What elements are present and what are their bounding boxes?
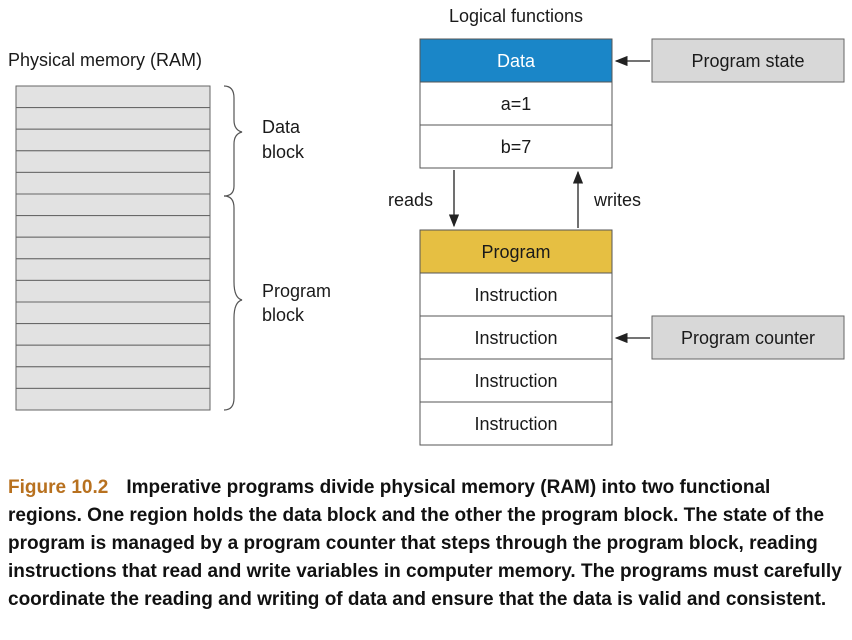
ram-row (15, 366, 211, 389)
instruction-label: Instruction (474, 285, 557, 305)
data-block-brace (223, 85, 243, 197)
program-instruction-row (419, 401, 613, 446)
memory-diagram: Physical memory (RAM) Data block Program… (8, 6, 845, 446)
data-box-row (419, 124, 613, 169)
ram-row (15, 128, 211, 152)
ram-row (15, 150, 211, 173)
physical-memory-title: Physical memory (RAM) (8, 50, 202, 70)
ram-row (15, 258, 211, 281)
program-block-label-line2: block (262, 305, 305, 325)
ram-row (15, 215, 211, 238)
figure-label: Figure 10.2 (8, 477, 109, 498)
program-instruction-row (419, 315, 613, 360)
instruction-label: Instruction (474, 371, 557, 391)
reads-label: reads (388, 190, 433, 210)
caption-text: Imperative programs divide physical memo… (8, 477, 842, 610)
data-row-b: b=7 (501, 137, 532, 157)
ram-row (15, 323, 211, 346)
program-state-box (651, 38, 845, 83)
ram-row (15, 171, 211, 195)
ram-block (15, 85, 211, 411)
data-box-header-label: Data (497, 51, 536, 71)
instruction-label: Instruction (474, 414, 557, 434)
data-block-label-line2: block (262, 142, 305, 162)
ram-row (15, 107, 211, 130)
program-box-header (419, 229, 613, 274)
writes-label: writes (593, 190, 641, 210)
program-box: Program Instruction Instruction Instruct… (419, 229, 613, 446)
program-counter-label: Program counter (681, 328, 815, 348)
ram-row (15, 301, 211, 325)
ram-row (15, 193, 211, 217)
program-block-brace (223, 195, 243, 411)
data-block-label-line1: Data (262, 117, 301, 137)
program-state-label: Program state (691, 51, 804, 71)
logical-functions-title: Logical functions (449, 6, 583, 26)
ram-row (15, 85, 211, 109)
data-box-row (419, 81, 613, 126)
data-box: Data a=1 b=7 (419, 38, 613, 169)
ram-row (15, 344, 211, 368)
program-box-header-label: Program (481, 242, 550, 262)
data-box-header (419, 38, 613, 83)
ram-row (15, 279, 211, 303)
program-block-label-line1: Program (262, 281, 331, 301)
ram-row (15, 236, 211, 260)
program-counter-box (651, 315, 845, 360)
data-row-a: a=1 (501, 94, 532, 114)
ram-row (15, 387, 211, 411)
instruction-label: Instruction (474, 328, 557, 348)
